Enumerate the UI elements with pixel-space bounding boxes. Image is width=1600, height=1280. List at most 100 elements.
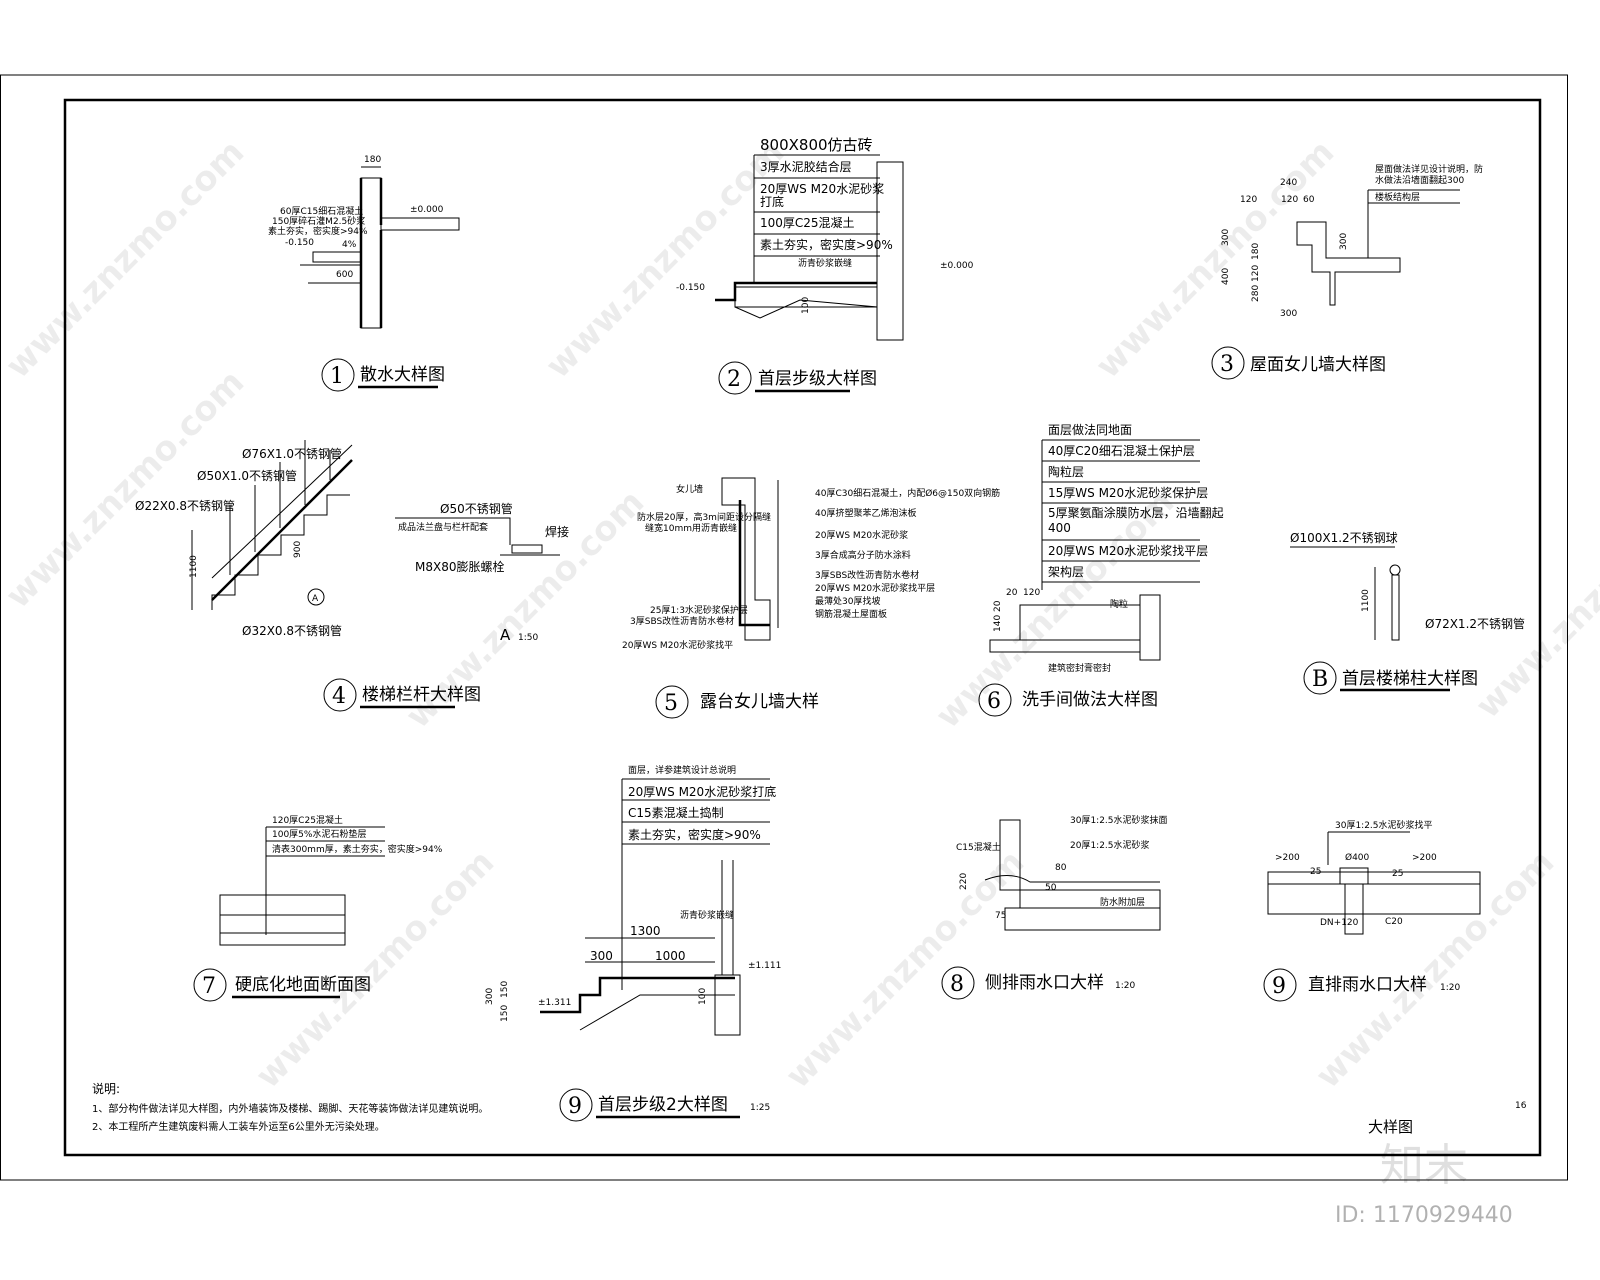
svg-text:180: 180 xyxy=(1251,243,1261,260)
svg-text:220: 220 xyxy=(959,873,969,890)
detail-8-side-rain-outlet: 30厚1:2.5水泥砂浆抹面 20厚1:2.5水泥砂浆 C15混凝土 防水附加层… xyxy=(941,814,1168,1000)
svg-text:清表300mm厚，素土夯实，密实度>94%: 清表300mm厚，素土夯实，密实度>94% xyxy=(272,843,443,855)
detail-6-washroom: 面层做法同地面 40厚C20细石混凝土保护层 陶粒层 15厚WS M20水泥砂浆… xyxy=(978,422,1224,717)
svg-text:300: 300 xyxy=(1280,309,1297,319)
svg-text:140: 140 xyxy=(993,615,1003,632)
svg-text:120厚C25混凝土: 120厚C25混凝土 xyxy=(272,814,343,826)
svg-text:DN+120: DN+120 xyxy=(1320,918,1359,928)
svg-text:100厚5%水泥石粉垫层: 100厚5%水泥石粉垫层 xyxy=(272,828,366,840)
svg-text:15厚WS M20水泥砂浆保护层: 15厚WS M20水泥砂浆保护层 xyxy=(1048,485,1208,500)
image-id: ID: 1170929440 xyxy=(1335,1203,1513,1228)
svg-text:400: 400 xyxy=(1221,268,1231,285)
svg-text:20厚WS M20水泥砂浆找平层: 20厚WS M20水泥砂浆找平层 xyxy=(1048,543,1208,558)
svg-text:20厚WS M20水泥砂浆: 20厚WS M20水泥砂浆 xyxy=(760,181,884,196)
detail-a-flange: Ø50不锈钢管 成品法兰盘与栏杆配套 M8X80膨胀螺栓 焊接 A 1:50 xyxy=(395,501,569,644)
watermark-pattern: www.znzmo.com www.znzmo.com www.znzmo.co… xyxy=(0,132,1600,1096)
svg-text:75: 75 xyxy=(995,911,1006,921)
svg-text:素土夯实，密实度>90%: 素土夯实，密实度>90% xyxy=(628,827,761,842)
svg-text:9: 9 xyxy=(568,1094,582,1119)
svg-text:20厚WS M20水泥砂浆: 20厚WS M20水泥砂浆 xyxy=(815,529,908,541)
svg-text:Ø76X1.0不锈钢管: Ø76X1.0不锈钢管 xyxy=(242,446,342,461)
svg-text:成品法兰盘与栏杆配套: 成品法兰盘与栏杆配套 xyxy=(398,521,488,533)
svg-text:www.znzmo.com: www.znzmo.com xyxy=(0,132,252,386)
svg-text:100: 100 xyxy=(801,297,811,314)
svg-text:素土夯实，密实度>94%: 素土夯实，密实度>94% xyxy=(268,225,368,237)
svg-text:100: 100 xyxy=(698,988,708,1005)
svg-text:±1.111: ±1.111 xyxy=(748,961,781,971)
svg-text:散水大样图: 散水大样图 xyxy=(360,365,445,385)
svg-text:女儿墙: 女儿墙 xyxy=(676,483,703,495)
svg-text:www.znzmo.com: www.znzmo.com xyxy=(1468,472,1600,726)
svg-text:面层，详参建筑设计总说明: 面层，详参建筑设计总说明 xyxy=(628,764,736,776)
svg-text:280: 280 xyxy=(1251,285,1261,302)
svg-text:-0.150: -0.150 xyxy=(676,283,705,293)
svg-text:20厚WS M20水泥砂浆找平层: 20厚WS M20水泥砂浆找平层 xyxy=(815,582,935,594)
svg-text:120: 120 xyxy=(1240,195,1257,205)
svg-text:20厚WS M20水泥砂浆找平: 20厚WS M20水泥砂浆找平 xyxy=(622,639,733,651)
svg-text:300: 300 xyxy=(485,988,495,1005)
svg-text:150厚碎石灌M2.5砂浆: 150厚碎石灌M2.5砂浆 xyxy=(272,215,365,227)
svg-text:>200: >200 xyxy=(1412,853,1437,863)
svg-text:±0.000: ±0.000 xyxy=(410,205,444,215)
svg-text:钢筋混凝土屋面板: 钢筋混凝土屋面板 xyxy=(815,608,887,620)
svg-text:±1.311: ±1.311 xyxy=(538,998,571,1008)
svg-text:25: 25 xyxy=(1392,869,1403,879)
svg-text:www.znzmo.com: www.znzmo.com xyxy=(778,842,1032,1096)
svg-text:2: 2 xyxy=(727,367,741,392)
svg-text:Ø22X0.8不锈钢管: Ø22X0.8不锈钢管 xyxy=(135,498,235,513)
detail-3-roof-parapet: 屋面做法详见设计说明，防 水做法沿墙面翻起300 楼板结构层 240 120 1… xyxy=(1211,163,1483,380)
svg-text:1:20: 1:20 xyxy=(1440,983,1460,993)
svg-text:防水层20厚，高3m间距设分隔缝: 防水层20厚，高3m间距设分隔缝 xyxy=(637,511,771,523)
svg-text:2、本工程所产生建筑废料需人工装车外运至6公里外无污染处理。: 2、本工程所产生建筑废料需人工装车外运至6公里外无污染处理。 xyxy=(92,1120,385,1133)
svg-text:4: 4 xyxy=(332,684,346,709)
svg-text:防水附加层: 防水附加层 xyxy=(1100,896,1145,908)
svg-text:120: 120 xyxy=(1251,265,1261,282)
svg-text:1、部分构件做法详见大样图，内外墙装饰及楼梯、踢脚、天花等装: 1、部分构件做法详见大样图，内外墙装饰及楼梯、踢脚、天花等装饰做法详见建筑说明。 xyxy=(92,1102,488,1115)
svg-text:露台女儿墙大样: 露台女儿墙大样 xyxy=(700,692,819,712)
brand-logo: 知末 xyxy=(1380,1140,1468,1191)
svg-text:±0.000: ±0.000 xyxy=(940,261,974,271)
svg-text:900: 900 xyxy=(293,541,303,558)
svg-text:300: 300 xyxy=(1221,229,1231,246)
detail-b-stair-post: Ø100X1.2不锈钢球 1100 Ø72X1.2不锈钢管 B 首层楼梯柱大样图 xyxy=(1290,531,1525,695)
svg-text:1000: 1000 xyxy=(655,949,686,963)
svg-text:400: 400 xyxy=(1048,521,1071,535)
svg-text:60: 60 xyxy=(1303,195,1315,205)
svg-text:20: 20 xyxy=(993,600,1003,612)
svg-text:5厚聚氨酯涂膜防水层，沿墙翻起: 5厚聚氨酯涂膜防水层，沿墙翻起 xyxy=(1048,505,1224,520)
svg-text:Ø100X1.2不锈钢球: Ø100X1.2不锈钢球 xyxy=(1290,531,1398,545)
svg-text:150: 150 xyxy=(500,981,510,998)
svg-text:40厚挤塑聚苯乙烯泡沫板: 40厚挤塑聚苯乙烯泡沫板 xyxy=(815,507,916,519)
svg-text:www.znzmo.com: www.znzmo.com xyxy=(0,362,252,616)
svg-text:说明:: 说明: xyxy=(92,1081,120,1096)
svg-text:洗手间做法大样图: 洗手间做法大样图 xyxy=(1022,690,1158,710)
svg-text:150: 150 xyxy=(500,1005,510,1022)
svg-text:首层步级大样图: 首层步级大样图 xyxy=(758,369,877,389)
svg-text:楼梯栏杆大样图: 楼梯栏杆大样图 xyxy=(362,685,481,705)
svg-text:7: 7 xyxy=(202,974,216,999)
svg-text:20厚WS M20水泥砂浆打底: 20厚WS M20水泥砂浆打底 xyxy=(628,784,776,799)
svg-text:最薄处30厚找坡: 最薄处30厚找坡 xyxy=(815,595,880,607)
svg-text:-0.150: -0.150 xyxy=(285,238,314,248)
svg-text:焊接: 焊接 xyxy=(545,524,569,539)
svg-text:1: 1 xyxy=(330,364,344,389)
svg-text:50: 50 xyxy=(1045,883,1057,893)
inner-frame xyxy=(63,98,1542,1157)
svg-text:www.znzmo.com: www.znzmo.com xyxy=(248,842,502,1096)
svg-text:3厚SBS改性沥青防水卷材: 3厚SBS改性沥青防水卷材 xyxy=(630,615,734,627)
svg-text:1:25: 1:25 xyxy=(750,1103,770,1113)
svg-text:A: A xyxy=(312,594,319,604)
svg-text:3厚合成高分子防水涂料: 3厚合成高分子防水涂料 xyxy=(815,549,911,561)
sheet-title: 大样图 xyxy=(1368,1118,1413,1136)
svg-text:楼板结构层: 楼板结构层 xyxy=(1375,191,1420,203)
svg-text:40厚C30细石混凝土，内配Ø6@150双向钢筋: 40厚C30细石混凝土，内配Ø6@150双向钢筋 xyxy=(815,487,1000,499)
svg-text:建筑密封膏密封: 建筑密封膏密封 xyxy=(1048,662,1111,674)
svg-text:A: A xyxy=(500,626,511,644)
svg-text:屋面做法详见设计说明，防: 屋面做法详见设计说明，防 xyxy=(1375,163,1483,175)
svg-text:1100: 1100 xyxy=(189,555,199,578)
svg-text:300: 300 xyxy=(1339,233,1349,250)
svg-text:Ø50不锈钢管: Ø50不锈钢管 xyxy=(440,501,513,516)
svg-text:1100: 1100 xyxy=(1361,589,1371,612)
svg-text:素土夯实，密实度>90%: 素土夯实，密实度>90% xyxy=(760,237,893,252)
